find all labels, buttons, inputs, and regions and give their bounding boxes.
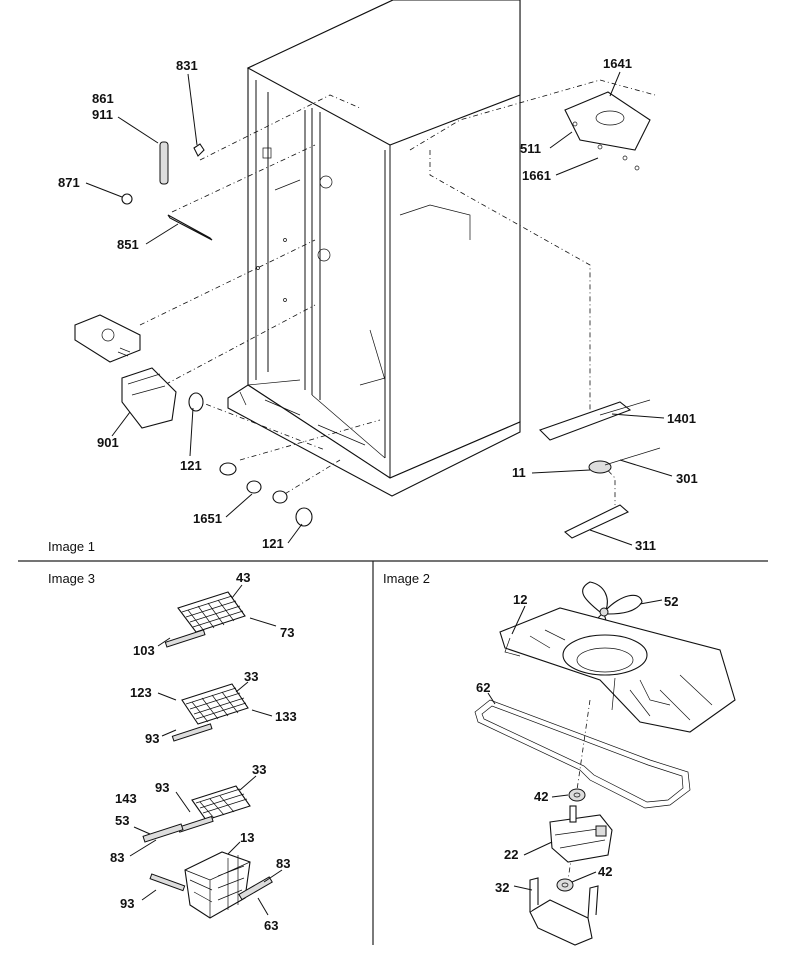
callout-311: 311 [635,538,656,553]
callout-12: 12 [513,592,527,607]
callout-121: 121 [180,458,202,473]
light-bulb [295,507,313,527]
image2-panel: Image 2 [383,571,736,946]
callout-93: 93 [155,780,169,795]
callout-1401: 1401 [667,411,696,426]
image2-leaders [487,599,663,891]
tube-clip [193,143,205,157]
basket-rail [238,876,273,901]
callout-42: 42 [534,789,548,804]
image3-leaders [129,584,283,916]
callout-1661: 1661 [522,168,551,183]
shelf-trim [149,873,186,892]
callout-13: 13 [240,830,254,845]
callout-121: 121 [262,536,284,551]
callout-143: 143 [115,791,137,806]
lamp-socket [272,490,288,504]
image1-title: Image 1 [48,539,95,554]
image3-title: Image 3 [48,571,95,586]
light-bulb [188,392,204,412]
image2-title: Image 2 [383,571,430,586]
defrost-thermostat [588,460,612,474]
rubber-grommet [556,878,574,892]
callout-33: 33 [244,669,258,684]
fan-housing [499,607,736,733]
callout-911: 911 [92,107,113,122]
callout-43: 43 [236,570,250,585]
callout-861: 861 [92,91,114,106]
shelf-trim [164,629,206,648]
callout-83: 83 [276,856,290,871]
callout-93: 93 [145,731,159,746]
callout-511: 511 [520,141,541,156]
wire-shelf [191,785,251,821]
callout-33: 33 [252,762,266,777]
defrost-heater [538,401,632,441]
image1-leaders [85,71,673,546]
basket-rail [142,823,184,843]
callout-53: 53 [115,813,129,828]
callout-32: 32 [495,880,509,895]
image1-callouts: 831 861 911 871 851 901 121 121 1651 164… [58,56,698,553]
callout-83: 83 [110,850,124,865]
callout-301: 301 [676,471,698,486]
drain-heater [167,214,213,241]
callout-22: 22 [504,847,518,862]
image3-panel: Image 3 [48,570,297,933]
callout-871: 871 [58,175,80,190]
wire-shelf [177,591,246,633]
callout-133: 133 [275,709,297,724]
image3-callouts: 43 73 103 123 33 133 93 93 33 143 53 83 … [110,570,297,933]
fan-motor [549,805,613,863]
callout-901: 901 [97,435,119,450]
motor-bracket [529,877,599,946]
callout-831: 831 [176,58,198,73]
image2-callouts: 12 52 62 42 22 42 32 [476,592,678,895]
wire-shelf [181,683,249,725]
callout-11: 11 [512,465,526,480]
lamp-socket [246,480,262,494]
callout-123: 123 [130,685,152,700]
callout-42: 42 [598,864,612,879]
callout-52: 52 [664,594,678,609]
callout-63: 63 [264,918,278,933]
heater-cover [564,504,629,539]
mounting-bracket [564,91,651,151]
callout-103: 103 [133,643,155,658]
drain-tube [159,141,169,185]
callout-93: 93 [120,896,134,911]
callout-1651: 1651 [193,511,222,526]
control-module [74,314,141,363]
image1-panel: Image 1 [48,0,698,554]
callout-73: 73 [280,625,294,640]
light-housing [121,367,177,429]
callout-62: 62 [476,680,490,695]
housing-gasket [474,699,691,809]
callout-1641: 1641 [603,56,632,71]
clamp [121,193,133,205]
callout-851: 851 [117,237,139,252]
shelf-trim [171,723,213,742]
lamp-socket [219,462,237,476]
rubber-grommet [568,788,586,802]
wire-basket [184,851,251,919]
refrigerator-cabinet [227,0,521,497]
